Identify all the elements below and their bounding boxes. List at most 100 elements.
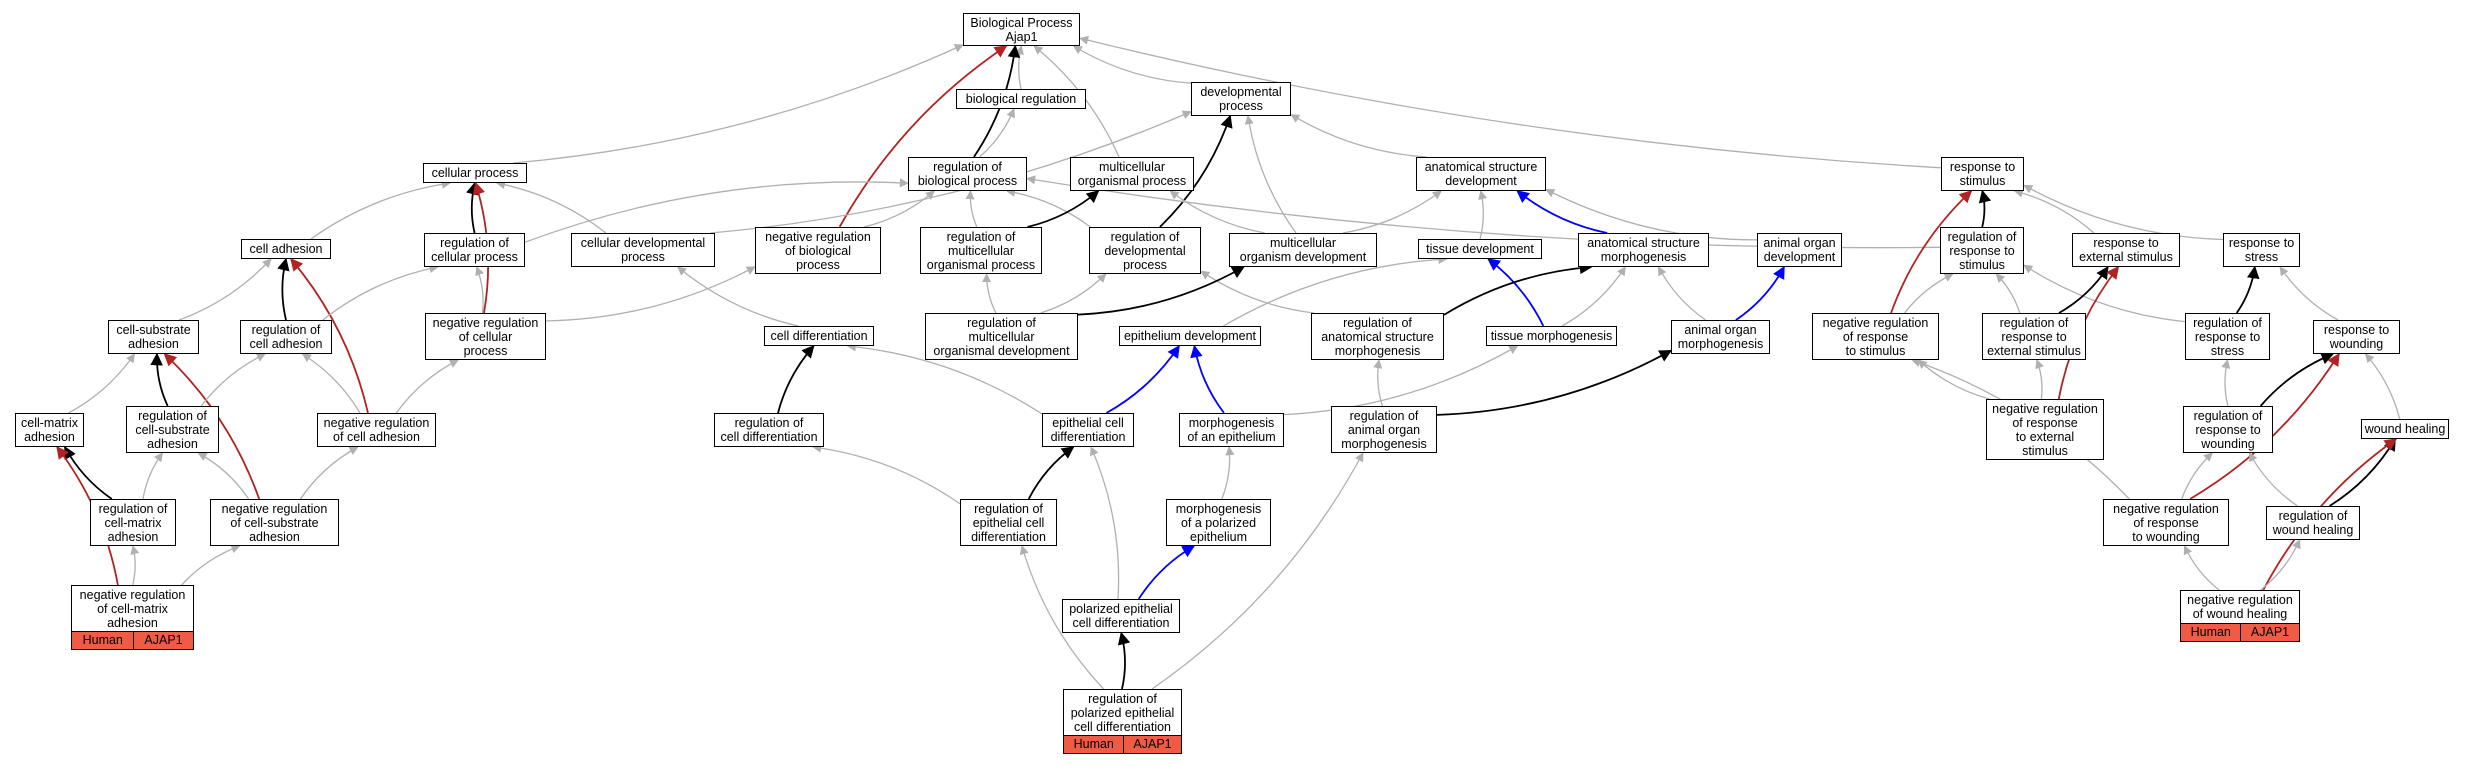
- edge-is-a-nrcp-to-nrbp: [545, 266, 756, 322]
- edge-regulates-rasm-to-asm: [1443, 261, 1593, 316]
- go-term-node-nrrts[interactable]: negative regulation of response to stimu…: [1812, 313, 1939, 360]
- go-term-node-rbp[interactable]: regulation of biological process: [908, 157, 1027, 191]
- edge-part-of-tm-to-td: [1487, 258, 1545, 327]
- go-term-node-rtes[interactable]: response to external stimulus: [2072, 233, 2180, 267]
- go-term-node-asd[interactable]: anatomical structure development: [1416, 157, 1546, 191]
- edge-is-a-rbp-to-breg: [979, 108, 1016, 158]
- edge-is-a-tm-to-asm: [1561, 266, 1626, 327]
- edge-regulates-rdp-to-dev: [1159, 114, 1233, 228]
- go-term-node-rrtes[interactable]: regulation of response to external stimu…: [1982, 313, 2086, 360]
- go-term-node-mod[interactable]: multicellular organism development: [1229, 233, 1377, 267]
- edge-is-a-nrwh-to-rwh: [2260, 539, 2301, 591]
- go-term-label: negative regulation of response to stimu…: [1822, 315, 1929, 358]
- edge-is-a-breg-to-bp: [1015, 45, 1024, 90]
- go-term-node-bp[interactable]: Biological Process Ajap1: [963, 13, 1080, 46]
- go-term-node-asm[interactable]: anatomical structure morphogenesis: [1578, 233, 1709, 267]
- go-term-node-rasm[interactable]: regulation of anatomical structure morph…: [1311, 313, 1444, 360]
- go-term-node-rcp[interactable]: regulation of cellular process: [424, 233, 525, 267]
- go-term-label: negative regulation of response to exter…: [1992, 401, 2098, 458]
- edge-is-a-rwh-to-rrtw: [2248, 452, 2298, 507]
- edge-regulates-rcp-to-cell: [466, 181, 479, 234]
- go-term-node-recd[interactable]: regulation of epithelial cell differenti…: [960, 499, 1057, 546]
- species-tag[interactable]: Human: [1063, 734, 1125, 754]
- species-tag[interactable]: Human: [71, 630, 135, 650]
- go-term-node-nrwh[interactable]: negative regulation of wound healing: [2180, 590, 2300, 624]
- go-term-node-rcd[interactable]: regulation of cell differentiation: [714, 413, 824, 447]
- go-term-node-rdp[interactable]: regulation of developmental process: [1089, 227, 1201, 274]
- edge-is-a-dev-to-bp: [1072, 45, 1192, 84]
- gene-tag[interactable]: AJAP1: [1123, 734, 1182, 754]
- go-term-node-nrca[interactable]: negative regulation of cell adhesion: [317, 413, 436, 447]
- go-term-node-rca[interactable]: regulation of cell adhesion: [240, 320, 332, 354]
- go-term-node-rrtw[interactable]: regulation of response to wounding: [2183, 406, 2273, 453]
- go-term-node-dev[interactable]: developmental process: [1191, 82, 1291, 116]
- go-term-label: response to wounding: [2323, 323, 2390, 351]
- go-term-label: negative regulation of cell-substrate ad…: [221, 501, 328, 544]
- go-term-node-cell[interactable]: cellular process: [423, 163, 527, 183]
- go-term-node-aod[interactable]: animal organ development: [1757, 233, 1842, 267]
- edge-is-a-nrrtes-to-rrtes: [2035, 359, 2044, 400]
- go-term-node-nrrtw[interactable]: negative regulation of response to wound…: [2103, 499, 2229, 546]
- go-term-node-nrcp[interactable]: negative regulation of cellular process: [425, 313, 546, 360]
- go-term-node-nrbp[interactable]: negative regulation of biological proces…: [755, 227, 881, 274]
- edge-is-a-nrca-to-rca: [301, 353, 361, 414]
- go-term-node-nrrtes[interactable]: negative regulation of response to exter…: [1986, 399, 2104, 460]
- go-term-node-cma[interactable]: cell-matrix adhesion: [15, 413, 84, 447]
- go-term-node-pecd[interactable]: polarized epithelial cell differentiatio…: [1062, 599, 1180, 633]
- go-term-node-wh[interactable]: wound healing: [2361, 419, 2449, 439]
- gene-tag[interactable]: AJAP1: [133, 630, 194, 650]
- go-term-node-td[interactable]: tissue development: [1418, 239, 1542, 259]
- go-term-node-mop[interactable]: multicellular organismal process: [1070, 157, 1194, 191]
- go-term-node-tm[interactable]: tissue morphogenesis: [1486, 326, 1617, 346]
- go-term-label: regulation of anatomical structure morph…: [1321, 315, 1434, 358]
- go-term-label: negative regulation of biological proces…: [765, 229, 871, 272]
- go-term-node-breg[interactable]: biological regulation: [956, 89, 1086, 109]
- edge-is-a-rpecd-to-raom: [1151, 452, 1364, 690]
- go-term-label: regulation of cellular process: [431, 236, 518, 264]
- edge-is-a-nrrtw-to-rrtw: [2181, 452, 2213, 500]
- go-term-node-rtstr[interactable]: response to stress: [2223, 233, 2300, 267]
- edge-negatively-regulates-nrbp-to-bp: [838, 45, 1008, 228]
- edge-regulates-rca-to-cadh: [277, 257, 290, 321]
- go-term-node-rmod[interactable]: regulation of multicellular organismal d…: [925, 313, 1078, 360]
- edge-part-of-ecd-to-epdev: [1105, 344, 1180, 414]
- go-term-node-moe[interactable]: morphogenesis of an epithelium: [1179, 413, 1284, 447]
- go-term-label: response to external stimulus: [2079, 236, 2173, 264]
- go-term-node-aom[interactable]: animal organ morphogenesis: [1671, 320, 1770, 354]
- go-term-label: cell-substrate adhesion: [116, 323, 191, 351]
- go-term-node-raom[interactable]: regulation of animal organ morphogenesis: [1331, 406, 1437, 453]
- go-term-label: regulation of cell differentiation: [720, 416, 818, 444]
- species-tag[interactable]: Human: [2180, 622, 2242, 642]
- go-term-node-cdiff[interactable]: cell differentiation: [764, 326, 874, 346]
- edge-is-a-nrrtes-to-nrrts: [1917, 359, 1990, 400]
- edge-is-a-mope-to-moe: [1221, 446, 1235, 500]
- go-term-node-rrts[interactable]: regulation of response to stimulus: [1940, 227, 2024, 274]
- go-term-node-ecd[interactable]: epithelial cell differentiation: [1042, 413, 1134, 447]
- edge-is-a-mod-to-dev: [1244, 115, 1297, 234]
- go-term-node-nrcma[interactable]: negative regulation of cell-matrix adhes…: [71, 585, 194, 632]
- go-term-node-cdp[interactable]: cellular developmental process: [571, 233, 715, 267]
- go-term-node-rtw[interactable]: response to wounding: [2313, 320, 2400, 354]
- go-term-node-rwh[interactable]: regulation of wound healing: [2266, 506, 2360, 540]
- edge-is-a-rcp-to-rbp: [524, 178, 909, 243]
- edge-regulates-raom-to-aom: [1436, 349, 1673, 416]
- go-term-node-rmop[interactable]: regulation of multicellular organismal p…: [920, 227, 1042, 274]
- go-term-node-rcma[interactable]: regulation of cell-matrix adhesion: [90, 499, 176, 546]
- go-term-node-mope[interactable]: morphogenesis of a polarized epithelium: [1166, 499, 1271, 546]
- edge-is-a-rmop-to-rbp: [965, 190, 978, 228]
- go-term-node-nrcsa[interactable]: negative regulation of cell-substrate ad…: [210, 499, 339, 546]
- go-term-label: polarized epithelial cell differentiatio…: [1069, 602, 1173, 630]
- go-term-label: regulation of multicellular organismal p…: [926, 229, 1036, 272]
- go-term-node-rcsa[interactable]: regulation of cell-substrate adhesion: [126, 406, 219, 453]
- go-term-node-rts[interactable]: response to stimulus: [1941, 157, 2024, 191]
- go-term-node-epdev[interactable]: epithelium development: [1119, 326, 1261, 346]
- go-term-node-csa[interactable]: cell-substrate adhesion: [108, 320, 199, 354]
- gene-tag[interactable]: AJAP1: [2240, 622, 2300, 642]
- go-term-label: animal organ morphogenesis: [1677, 323, 1764, 351]
- go-term-node-cadh[interactable]: cell adhesion: [241, 239, 331, 259]
- go-term-node-rpecd[interactable]: regulation of polarized epithelial cell …: [1063, 689, 1182, 736]
- go-term-label: negative regulation of cell-matrix adhes…: [79, 587, 186, 630]
- edge-is-a-rmod-to-rdp: [1040, 273, 1107, 314]
- edge-is-a-csa-to-cadh: [178, 258, 272, 321]
- go-term-node-rrtstr[interactable]: regulation of response to stress: [2185, 313, 2270, 360]
